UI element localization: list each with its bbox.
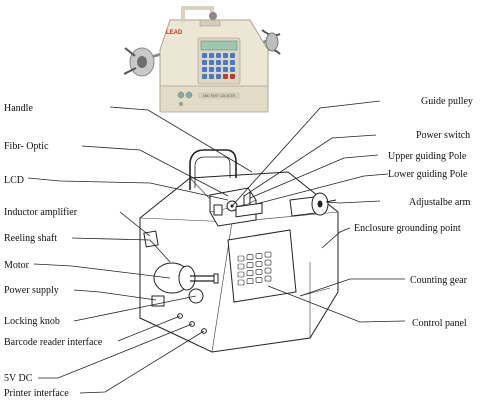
panel-key [264, 275, 272, 282]
panel-keypad [237, 251, 272, 286]
photo-key [209, 53, 214, 58]
lcd-screen [235, 202, 263, 218]
panel-key [237, 263, 245, 270]
reeling-shaft [153, 262, 219, 304]
label-5v-dc: 5V DC [4, 373, 33, 384]
label-lower-guiding-pole: Lower guiding Pole [388, 169, 468, 180]
leader-lines [27, 100, 406, 394]
label-inductor-amplifier: Inductor amplifier [4, 207, 78, 218]
photo-key [216, 53, 221, 58]
photo-key [230, 60, 235, 65]
panel-key [264, 259, 272, 266]
label-enclosure-grounding-point: Enclosure grounding point [354, 223, 461, 234]
photo-keypad [202, 53, 235, 79]
photo-key [216, 60, 221, 65]
panel-key [264, 267, 272, 274]
panel-key [255, 277, 263, 283]
label-lcd: LCD [4, 175, 24, 186]
label-reeling-shaft: Reeling shaft [4, 233, 57, 244]
panel-key [264, 251, 272, 258]
label-fibre-optic: Fibr- Optic [4, 141, 49, 152]
photo-key [202, 53, 207, 58]
label-motor: Motor [4, 260, 30, 271]
photo-key [209, 74, 214, 79]
photo-key [223, 60, 228, 65]
label-guide-pulley: Guide pulley [421, 96, 473, 107]
photo-key [209, 60, 214, 65]
photo-logo: LEAD [166, 30, 183, 36]
label-power-switch: Power switch [416, 130, 470, 141]
photo-key [223, 53, 228, 58]
photo-key [230, 67, 235, 72]
inductor-amplifier [143, 230, 159, 248]
right-labels: Guide pulley Power switch Upper guiding … [354, 96, 473, 329]
adjustable-arm [289, 192, 337, 217]
power-supply [151, 295, 165, 307]
photo-front-label: SMD PART COUNTER [203, 94, 236, 98]
panel-key [237, 279, 245, 286]
photo-key [223, 67, 228, 72]
photo-key [216, 67, 221, 72]
photo-key [230, 74, 235, 79]
label-locking-knob: Locking knob [4, 316, 60, 327]
label-printer-interface: Printer interface [4, 388, 69, 399]
panel-key [237, 255, 245, 262]
top-mechanism [209, 187, 257, 227]
photo-key [202, 67, 207, 72]
label-power-supply: Power supply [4, 285, 59, 296]
label-adjustable-arm: Adjustalbe arm [409, 197, 471, 208]
photo-left-reel [123, 47, 169, 77]
panel-key [246, 278, 254, 285]
label-control-panel: Control panel [412, 318, 467, 329]
photo-lcd [200, 40, 238, 51]
panel-key [255, 253, 263, 259]
photo-key [202, 60, 207, 65]
panel-key [246, 270, 254, 277]
label-upper-guiding-pole: Upper guiding Pole [388, 151, 467, 162]
control-panel [227, 202, 297, 303]
photo-guide-pulley [209, 12, 217, 20]
machine-drawing [139, 149, 339, 353]
photo-key [209, 67, 214, 72]
photo-key [223, 74, 228, 79]
panel-key [237, 271, 245, 278]
photo-key [216, 74, 221, 79]
panel-key [255, 261, 263, 267]
label-counting-gear: Counting gear [410, 275, 468, 286]
label-barcode-reader-interface: Barcode reader interface [4, 337, 103, 348]
panel-key [246, 254, 254, 260]
photo-key [202, 74, 207, 79]
label-handle: Handle [4, 103, 33, 114]
left-labels: Handle Fibr- Optic LCD Inductor amplifie… [4, 103, 103, 399]
product-photo: LEAD SMD PART COUNTER [123, 6, 281, 113]
panel-key [255, 269, 263, 275]
photo-key [230, 53, 235, 58]
panel-key [246, 262, 254, 269]
